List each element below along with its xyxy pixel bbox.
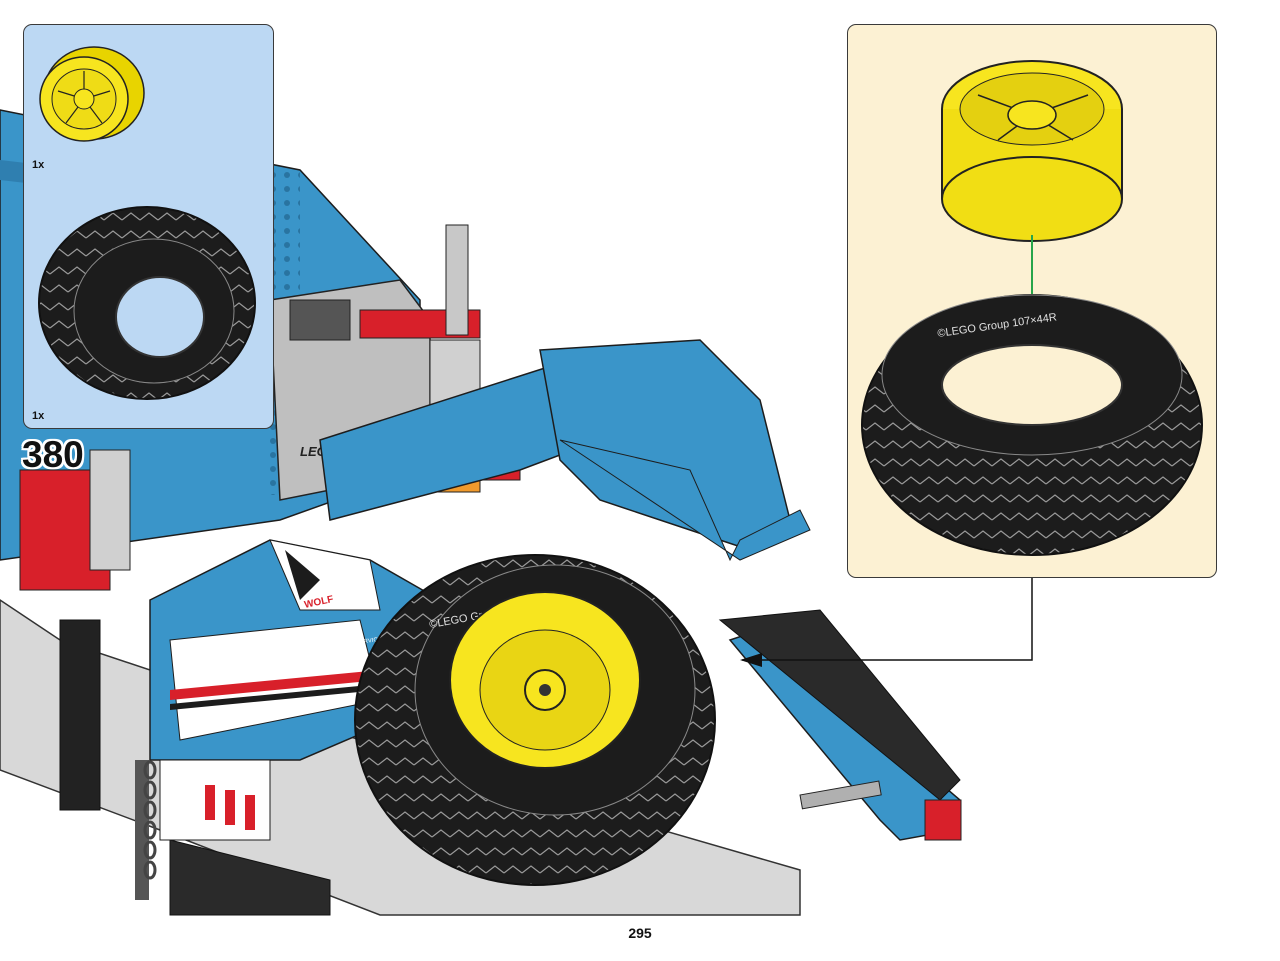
subassembly-drawing: ©LEGO Group 107×44R [861,60,1203,556]
subassembly-callout: ©LEGO Group 107×44R [847,24,1217,578]
spare-wheel-mounted: ©LEGO Group 107×44R [354,554,716,886]
callout-connector [740,578,1033,667]
page-number: 295 [628,925,652,941]
subassembly-tire: ©LEGO Group 107×44R [861,294,1203,556]
black-tire-icon [38,206,256,400]
yellow-rim-icon [39,46,145,142]
rim-quantity: 1x [32,159,45,171]
subassembly-rim [941,60,1123,242]
rear-body-panels [319,339,811,562]
tow-chain [143,760,157,880]
step-number: 380 [22,434,84,475]
tire-quantity: 1x [32,410,45,422]
tow-frame [718,609,962,841]
parts-list-panel: 1x 1x [23,24,274,429]
